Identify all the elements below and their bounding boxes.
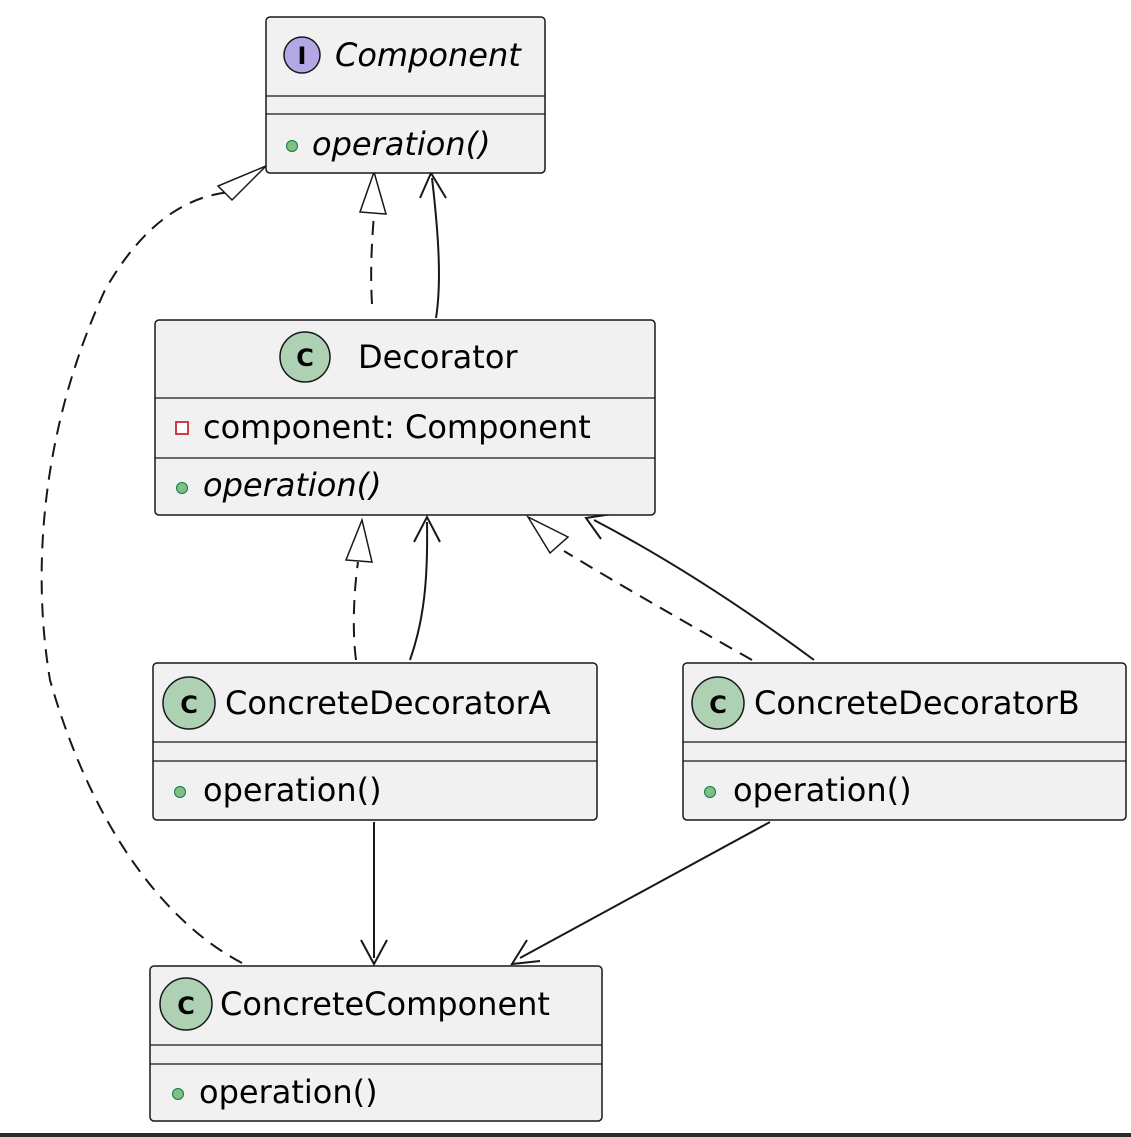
public-visibility-marker <box>286 140 298 152</box>
interface-badge <box>283 36 321 74</box>
association-decorator-to-component <box>431 177 440 319</box>
class-badge <box>279 331 331 383</box>
class-badge <box>691 676 745 730</box>
class-badge <box>162 676 216 730</box>
class-badge <box>159 977 213 1031</box>
class-name: ConcreteComponent <box>220 985 550 1023</box>
public-visibility-marker <box>174 786 186 798</box>
class-decorator[interactable]: C Decorator component: Component operati… <box>154 319 656 516</box>
class-name: ConcreteDecoratorB <box>754 684 1080 722</box>
private-visibility-marker <box>175 421 189 435</box>
association-concretedecoratora-to-decorator <box>409 521 429 661</box>
association-concretedecoratorb-to-decorator <box>593 519 815 661</box>
realization-arrowhead <box>216 165 267 202</box>
realization-concretecomponent-to-component <box>40 191 243 964</box>
bottom-border <box>0 1133 1131 1137</box>
realization-arrowhead <box>525 515 570 555</box>
association-arrowhead <box>510 939 541 966</box>
arrowheads <box>216 165 613 967</box>
method-operation: operation() <box>203 771 382 809</box>
class-badge-letter: C <box>180 691 198 719</box>
realization-concretedecoratorb-to-decorator <box>563 550 753 661</box>
public-visibility-marker <box>704 786 716 798</box>
class-name: Decorator <box>358 338 518 376</box>
realization-decorator-to-component <box>370 213 375 305</box>
class-name: Component <box>335 36 522 74</box>
method-operation: operation() <box>312 125 491 163</box>
class-concrete-decorator-b[interactable]: C ConcreteDecoratorB operation() <box>682 662 1127 821</box>
class-concrete-decorator-a[interactable]: C ConcreteDecoratorA operation() <box>152 662 598 821</box>
association-arrowhead <box>413 514 441 543</box>
class-concrete-component[interactable]: C ConcreteComponent operation() <box>149 965 603 1122</box>
method-operation: operation() <box>199 1073 378 1111</box>
realization-arrowhead <box>358 169 388 215</box>
class-badge-letter: C <box>177 992 195 1020</box>
method-operation: operation() <box>733 771 912 809</box>
public-visibility-marker <box>172 1088 184 1100</box>
class-badge-letter: C <box>709 691 727 719</box>
class-component[interactable]: I Component operation() <box>265 16 546 174</box>
association-concretedecoratorb-to-concretecomponent <box>519 821 771 959</box>
relations: Component (association) --> Decorator --… <box>40 177 815 964</box>
realization-arrowhead <box>344 517 373 563</box>
public-visibility-marker <box>176 482 188 494</box>
realization-concretedecoratora-to-decorator <box>352 561 359 661</box>
class-name: ConcreteDecoratorA <box>225 684 551 722</box>
method-operation: operation() <box>203 466 382 504</box>
field-component: component: Component <box>203 408 591 446</box>
interface-badge-letter: I <box>298 42 307 70</box>
association-arrowhead <box>360 939 388 967</box>
class-badge-letter: C <box>296 344 314 372</box>
